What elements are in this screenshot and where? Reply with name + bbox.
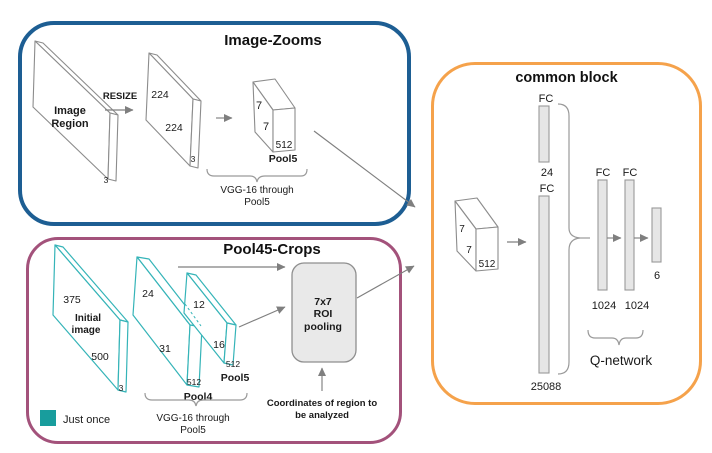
sheet-side-face <box>117 319 129 393</box>
roi-pooling-box: 7x7 ROI pooling <box>291 262 357 363</box>
pool45-crops-title: Pool45-Crops <box>223 241 321 258</box>
flow-arrow-pool5-to-roi <box>238 306 286 328</box>
image-region-label-2: Region <box>51 118 89 130</box>
image-region-label-1: Image <box>54 105 86 117</box>
fc24-bar-shape <box>538 105 550 163</box>
vgg-brace-bottom <box>144 392 248 407</box>
q-network-fc2: FC 1024 <box>623 167 650 312</box>
q-fc1-size: 1024 <box>592 300 616 312</box>
input-cube-c: 512 <box>479 259 496 270</box>
vgg-brace-bottom-label-1: VGG-16 through <box>156 413 229 424</box>
q-fc1-bar-shape <box>597 179 608 291</box>
common-input-cube: 7 7 512 <box>454 197 499 272</box>
hidden-edge-dotted-2 <box>182 315 190 325</box>
initial-sheet-width: 500 <box>91 351 109 363</box>
pool4-width: 31 <box>159 343 171 355</box>
sheet-side-face <box>107 112 119 182</box>
initial-sheet-label-2: image <box>72 325 101 336</box>
roi-label-3: pooling <box>304 321 342 333</box>
fc25088-label: FC <box>540 183 555 195</box>
pool5-cube-h: 7 <box>256 100 262 112</box>
common-block-title: common block <box>515 70 618 86</box>
flow-arrow-imagezooms-to-common <box>313 130 416 208</box>
pool4-height: 24 <box>142 288 154 300</box>
pool5-height: 12 <box>193 299 205 311</box>
vgg-brace-top <box>206 168 308 183</box>
roi-box-shape <box>291 262 357 363</box>
initial-image-sheet: 375 Initial image 500 3 <box>52 244 129 393</box>
output-size: 6 <box>654 270 660 282</box>
output-bar: 6 <box>651 207 662 282</box>
output-bar-shape <box>651 207 662 263</box>
roi-label-2: ROI <box>314 308 333 320</box>
q-network-label: Q-network <box>590 353 653 368</box>
q-fc1-label: FC <box>596 167 611 179</box>
fc24-size: 24 <box>541 167 553 179</box>
sheet-side-face <box>223 322 237 366</box>
flow-arrow-roi-to-common <box>356 265 415 299</box>
pool5-depth: 512 <box>226 359 240 369</box>
pool45-crops-panel <box>26 237 402 444</box>
image-zooms-panel <box>18 21 411 226</box>
q-network-brace <box>587 329 644 346</box>
cube-right-face <box>475 226 499 272</box>
input-cube-h: 7 <box>459 224 465 235</box>
fc25088-size: 25088 <box>531 381 562 393</box>
vgg-brace-top-label-1: VGG-16 through <box>220 185 293 196</box>
resized-sheet-height: 224 <box>151 89 169 101</box>
fc24-label: FC <box>539 93 554 105</box>
resize-label: RESIZE <box>103 91 137 102</box>
just-once-swatch <box>40 410 56 426</box>
pool5-cube-name: Pool5 <box>269 153 298 165</box>
fc-history-bar: FC 24 <box>538 93 554 179</box>
q-fc2-size: 1024 <box>625 300 649 312</box>
vgg-brace-bottom-label-2: Pool5 <box>180 425 206 436</box>
pool5-cube-w: 7 <box>263 121 269 133</box>
fc25088-bar-shape <box>538 195 550 374</box>
pool4-depth: 512 <box>187 377 201 387</box>
q-fc2-bar-shape <box>624 179 635 291</box>
image-region-sheet: Image Region 3 <box>32 40 119 185</box>
q-fc2-label: FC <box>623 167 638 179</box>
roi-label-1: 7x7 <box>314 296 332 308</box>
fc-features-bar: FC 25088 <box>531 183 562 393</box>
pool5-cube: 7 7 512 Pool5 <box>252 78 298 165</box>
just-once-label: Just once <box>63 414 110 426</box>
resized-sheet-depth: 3 <box>191 154 196 164</box>
pool5-sheet: 12 16 512 Pool5 <box>183 272 250 384</box>
q-network-fc1: FC 1024 <box>592 167 616 312</box>
pool5-cube-c: 512 <box>276 140 293 151</box>
resized-sheet-224: 224 224 3 <box>145 52 202 169</box>
pool5-name: Pool5 <box>221 372 250 384</box>
cube-right-face <box>272 107 296 153</box>
pool5-width: 16 <box>213 339 225 351</box>
coords-label-1: Coordinates of region to <box>267 398 378 409</box>
image-zooms-title: Image-Zooms <box>224 32 322 49</box>
initial-sheet-height: 375 <box>63 294 81 306</box>
concat-brace <box>557 103 581 375</box>
coords-label-2: be analyzed <box>295 410 349 421</box>
sheet-side-face <box>189 98 202 169</box>
vgg-brace-top-label-2: Pool5 <box>244 197 270 208</box>
resized-sheet-width: 224 <box>165 122 183 134</box>
image-region-depth: 3 <box>104 175 109 185</box>
input-cube-w: 7 <box>466 245 472 256</box>
initial-sheet-label-1: Initial <box>75 313 101 324</box>
initial-sheet-depth: 3 <box>119 383 124 393</box>
common-block-panel <box>431 62 702 405</box>
